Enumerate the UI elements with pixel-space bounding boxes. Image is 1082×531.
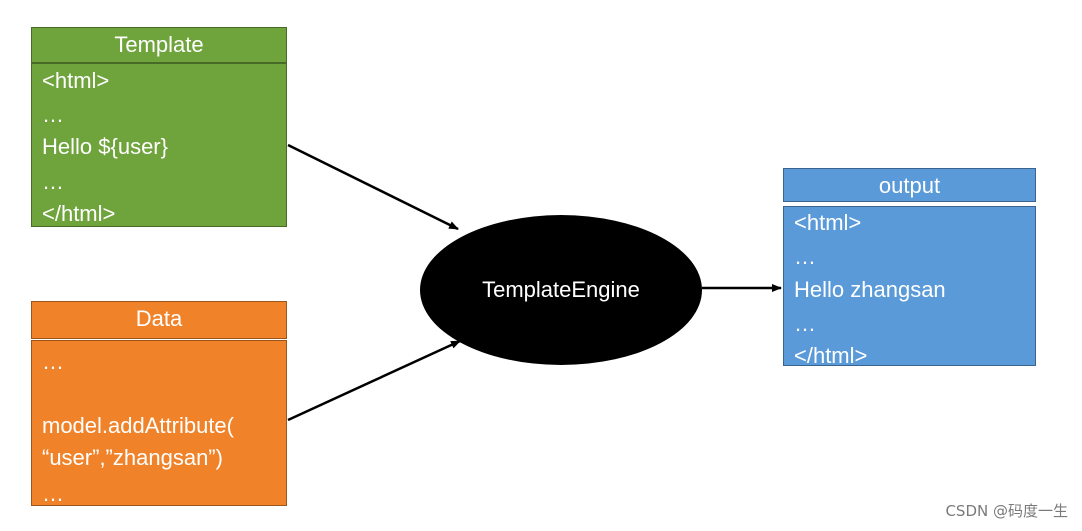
watermark: CSDN @码度一生 bbox=[945, 502, 1068, 520]
output-line: … bbox=[794, 244, 816, 269]
template-line: <html> bbox=[42, 68, 110, 93]
template-engine-node: TemplateEngine bbox=[420, 215, 702, 365]
output-title: output bbox=[783, 168, 1036, 202]
output-line: Hello zhangsan bbox=[794, 277, 946, 302]
output-body: <html> … Hello zhangsan … </html> bbox=[783, 206, 1036, 368]
template-line: … bbox=[42, 169, 64, 194]
output-line: </html> bbox=[794, 343, 868, 368]
arrow-data-to-engine bbox=[287, 339, 461, 422]
template-body: <html> … Hello ${user} … </html> bbox=[31, 63, 287, 227]
template-line: … bbox=[42, 102, 64, 127]
data-line: … bbox=[42, 481, 64, 506]
data-line: model.addAttribute( bbox=[42, 413, 234, 438]
output-line: <html> bbox=[794, 210, 862, 235]
template-line: </html> bbox=[42, 201, 116, 226]
template-engine-label: TemplateEngine bbox=[482, 277, 640, 302]
template-line: Hello ${user} bbox=[42, 134, 168, 159]
arrow-template-to-engine bbox=[287, 143, 459, 231]
output-line: … bbox=[794, 311, 816, 336]
data-line: “user”,”zhangsan”) bbox=[42, 445, 223, 470]
data-title: Data bbox=[31, 301, 287, 339]
data-line: … bbox=[42, 349, 64, 374]
data-body: … model.addAttribute( “user”,”zhangsan”)… bbox=[31, 340, 287, 506]
template-title: Template bbox=[31, 27, 287, 63]
